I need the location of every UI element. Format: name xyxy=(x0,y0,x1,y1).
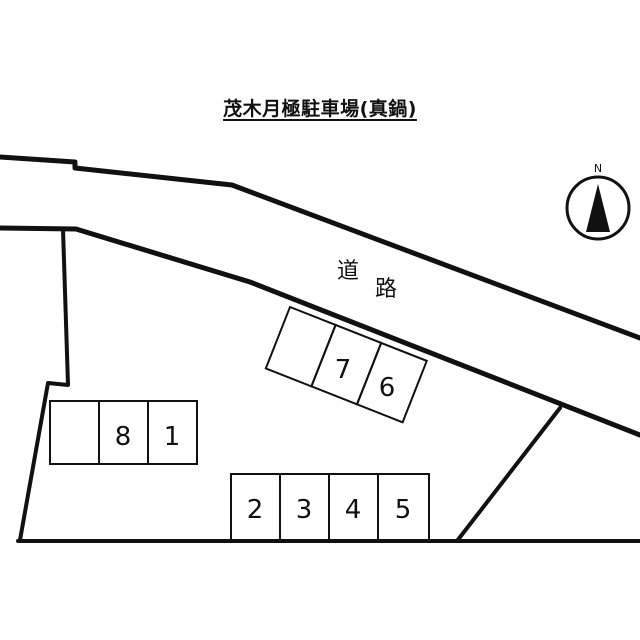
space-label-6: 6 xyxy=(379,373,396,403)
space-label-7: 7 xyxy=(335,355,352,385)
north-compass: N xyxy=(565,162,631,241)
space-label-3: 3 xyxy=(296,495,313,525)
space-label-4: 4 xyxy=(345,495,362,525)
parking-space-6 xyxy=(355,341,429,424)
map-title: 茂木月極駐車場(真鍋) xyxy=(0,94,640,121)
road-label-2: 路 xyxy=(375,277,397,302)
map-title-text: 茂木月極駐車場(真鍋) xyxy=(223,98,417,120)
road-label-1: 道 xyxy=(337,259,359,284)
space-row-left xyxy=(49,400,198,465)
road-outline xyxy=(0,154,640,438)
lot-left-boundary xyxy=(18,227,70,542)
space-row-bottom xyxy=(230,473,430,541)
space-label-2: 2 xyxy=(247,495,264,525)
north-label: N xyxy=(594,162,602,175)
parking-space-1 xyxy=(147,400,198,465)
space-row-tilted xyxy=(264,305,429,424)
space-label-8: 8 xyxy=(115,422,132,452)
north-arrow-icon xyxy=(586,184,610,232)
space-label-5: 5 xyxy=(395,495,412,525)
compass-circle xyxy=(565,175,631,241)
parking-space-5 xyxy=(377,473,430,541)
road-lower-edge xyxy=(0,225,640,438)
road-upper-edge xyxy=(0,154,640,341)
parking-space-blank-left xyxy=(49,400,100,465)
lot-right-diagonal xyxy=(455,406,562,543)
parking-space-blank-top xyxy=(264,305,337,388)
space-label-1: 1 xyxy=(164,422,181,452)
